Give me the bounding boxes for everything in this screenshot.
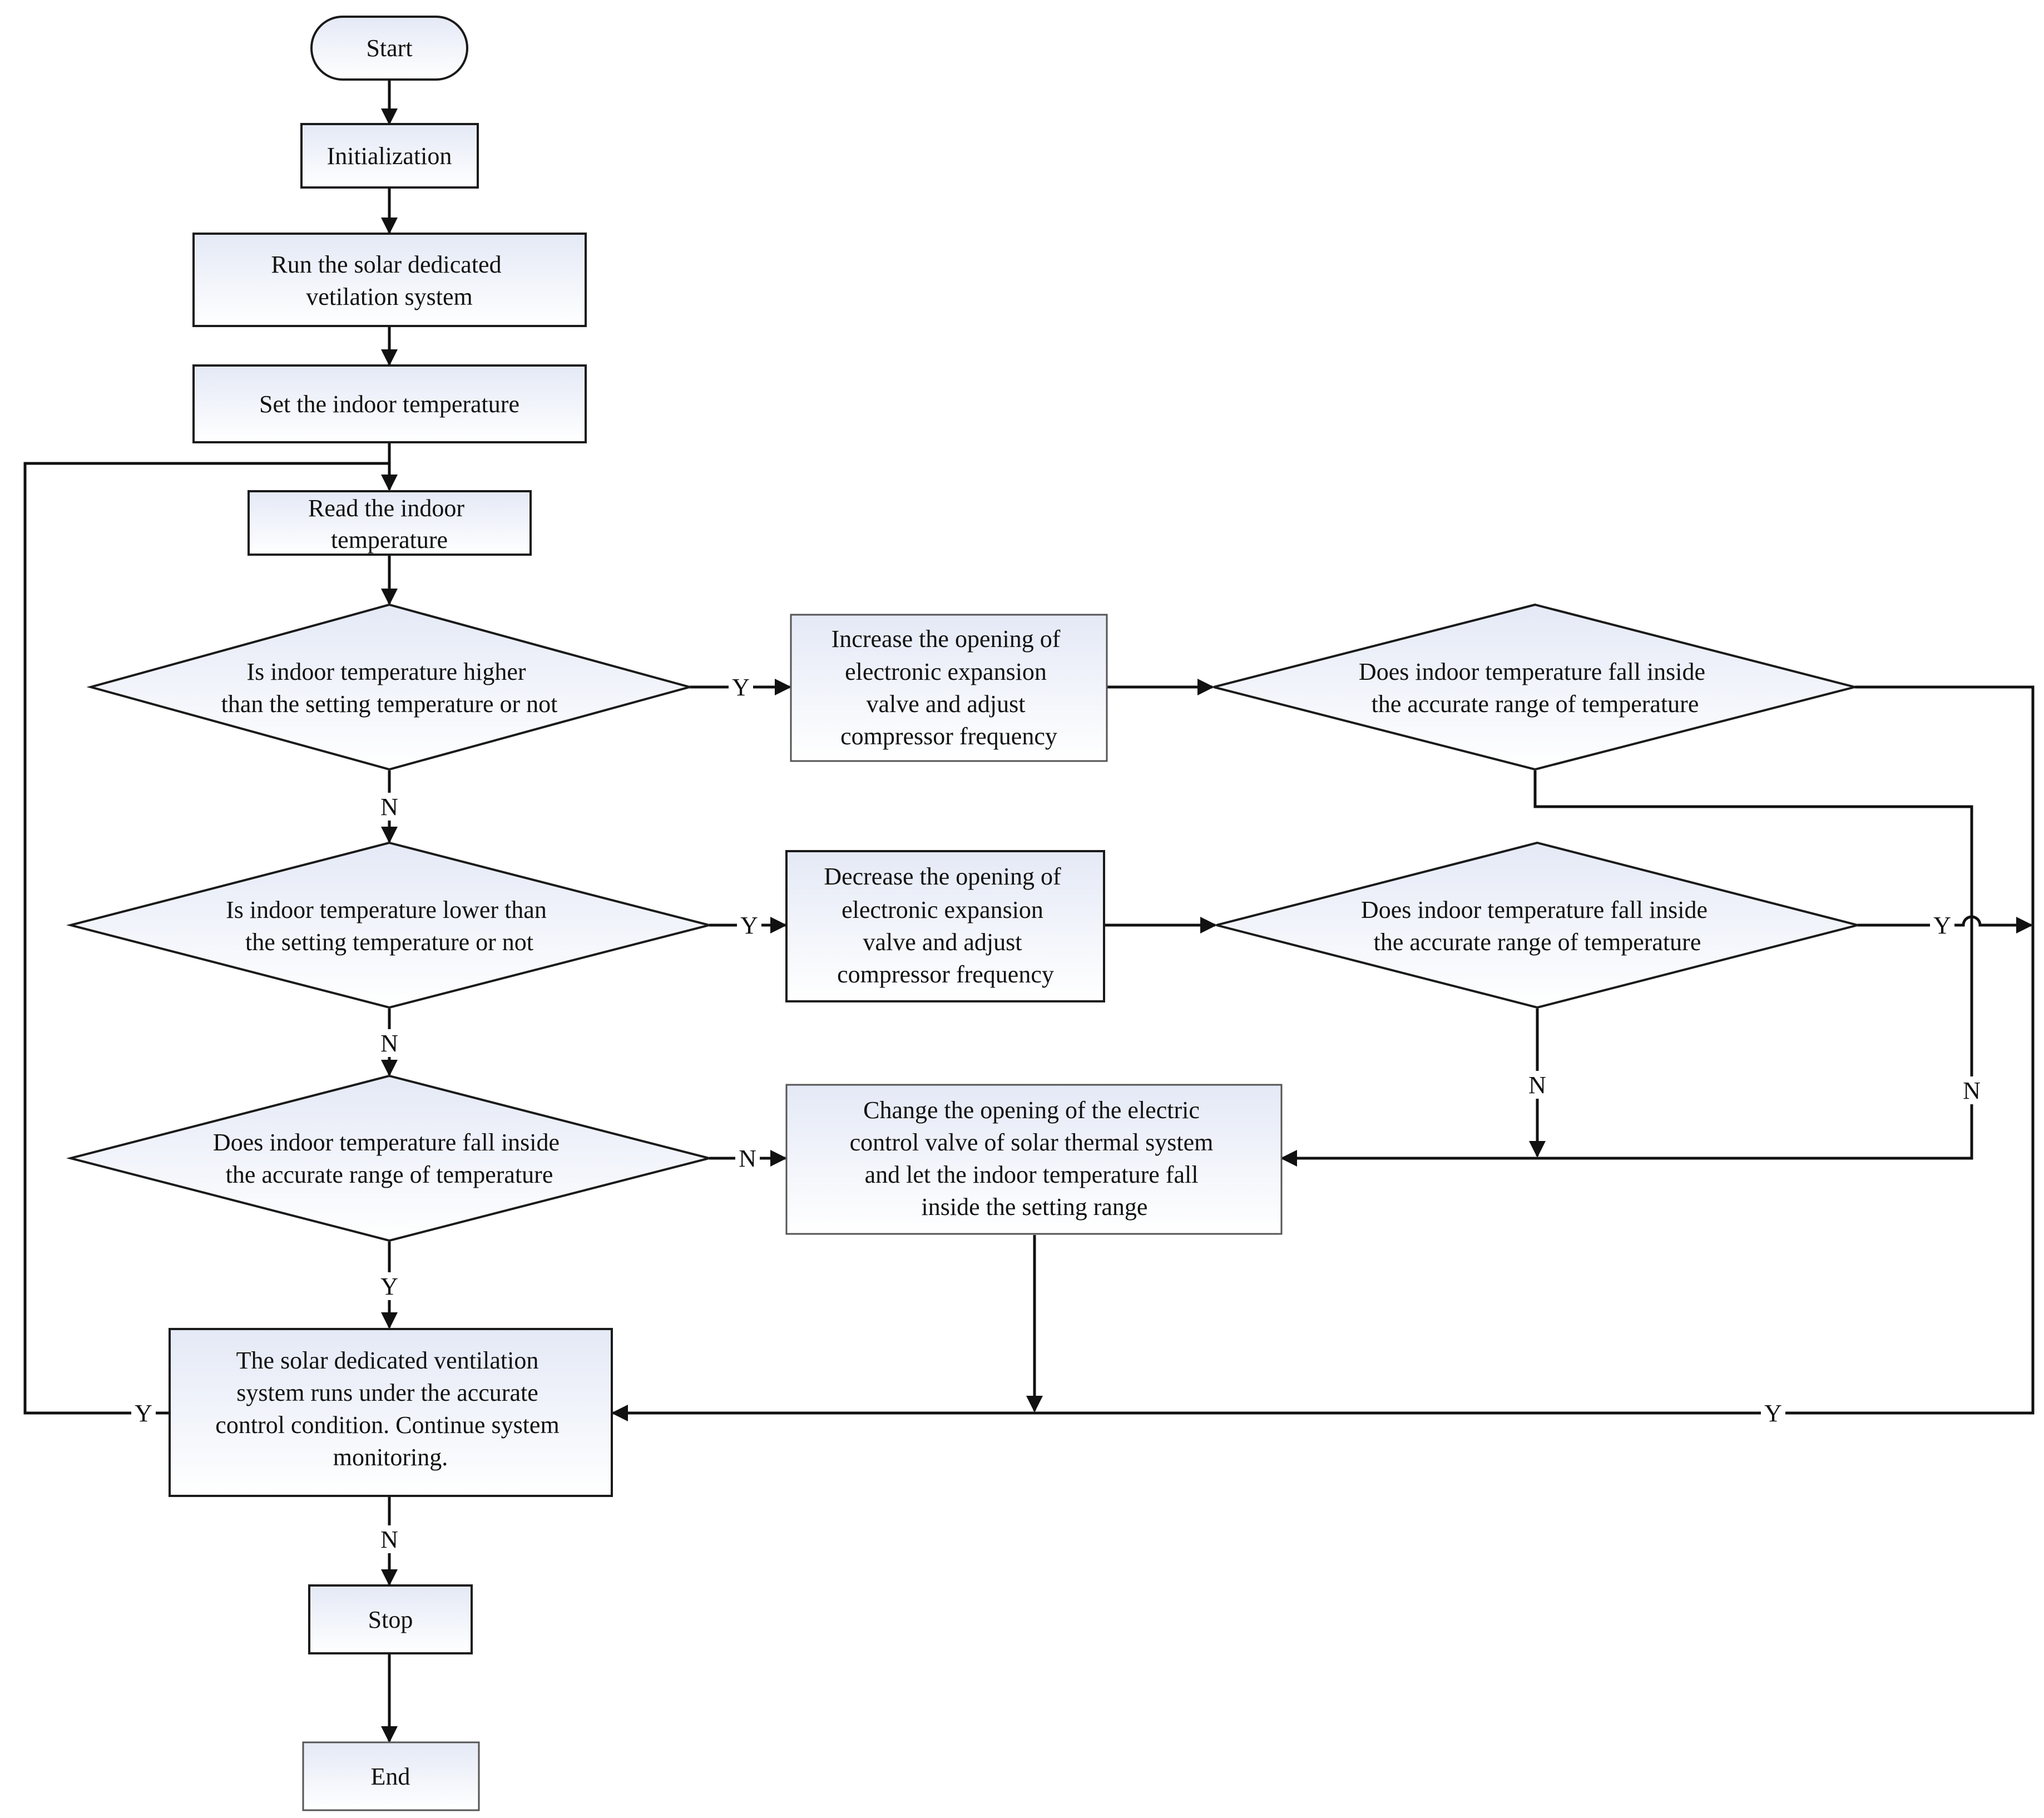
decision-range-2-label: Does indoor temperature fall inside the … [1361,896,1714,956]
label-low-no: N [380,1030,398,1057]
node-accurate-control: The solar dedicated ventilation system r… [169,1328,613,1497]
decision-range-1-label: Does indoor temperature fall inside the … [1359,658,1711,718]
decision-range-3: Does indoor temperature fall inside the … [66,1074,710,1242]
decision-lower-label: Is indoor temperature lower than the set… [226,896,553,956]
node-change-valve: Change the opening of the electric contr… [785,1084,1283,1235]
decision-range-2: Does indoor temperature fall inside the … [1216,841,1858,1009]
label-range1-yes: Y [1764,1400,1782,1427]
node-end: End [302,1741,480,1811]
edge-range1-yes [611,685,2035,1421]
edge-loop-yes [23,462,389,1415]
node-accurate-control-label: The solar dedicated ventilation system r… [215,1347,565,1471]
label-loop-yes: Y [135,1400,152,1427]
node-increase-opening: Increase the opening of electronic expan… [790,614,1108,762]
node-end-label: End [371,1763,410,1790]
decision-lower-than-setting: Is indoor temperature lower than the set… [66,841,710,1009]
label-range2-yes: Y [1933,912,1951,939]
node-set-temperature-label: Set the indoor temperature [259,391,519,418]
decision-higher-label: Is indoor temperature higher than the se… [221,658,558,718]
decision-range-1: Does indoor temperature fall inside the … [1213,603,1855,771]
node-increase-label: Increase the opening of electronic expan… [832,625,1067,750]
node-set-temperature: Set the indoor temperature [192,364,587,443]
nodes: Start Initialization Run the solar dedic… [66,16,1858,1811]
node-read-temperature: Read the indoor temperature [248,490,532,556]
node-run-system: Run the solar dedicated vetilation syste… [192,233,587,327]
label-range1-no: N [1963,1077,1981,1104]
node-decrease-opening: Decrease the opening of electronic expan… [785,850,1105,1002]
node-decrease-label: Decrease the opening of electronic expan… [824,863,1067,988]
label-high-yes: Y [732,674,750,701]
edge-labels: Y N Y N N Y Y N N Y Y N [131,673,1984,1553]
node-run-system-label: Run the solar dedicated vetilation syste… [271,251,507,310]
label-high-no: N [380,793,398,821]
label-range3-no: N [739,1145,756,1172]
node-initialization-label: Initialization [327,142,452,170]
node-change-valve-label: Change the opening of the electric contr… [850,1096,1220,1221]
decision-higher-than-setting: Is indoor temperature higher than the se… [86,603,694,771]
node-read-temperature-label: Read the indoor temperature [308,495,471,554]
label-low-yes: Y [740,912,758,939]
label-range2-no: N [1528,1071,1546,1099]
decision-range-3-label: Does indoor temperature fall inside the … [213,1129,566,1188]
node-initialization: Initialization [300,123,479,189]
node-stop-label: Stop [368,1606,413,1633]
node-stop: Stop [308,1584,473,1654]
label-range3-yes: Y [380,1273,398,1300]
edge-range2-yes [1858,915,2033,933]
node-start-label: Start [366,34,412,62]
label-monitor-no: N [380,1526,398,1553]
edge-range1-no [1280,770,1973,1167]
node-start: Start [310,16,468,81]
